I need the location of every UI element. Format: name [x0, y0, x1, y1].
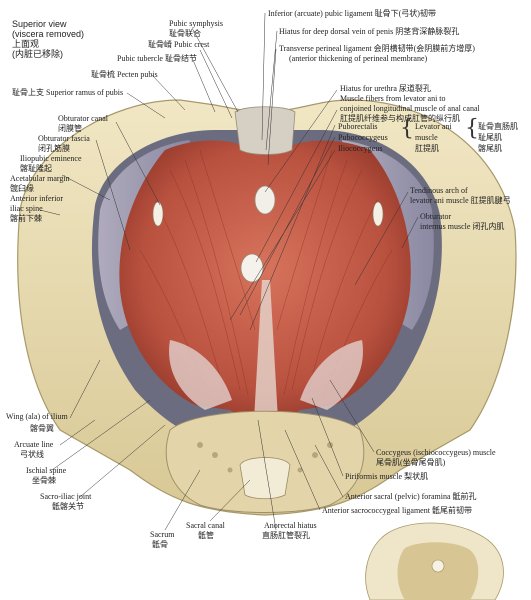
sacral-foramen	[312, 452, 318, 458]
label-coccygeus-zh: 尾骨肌(坐骨尾骨肌)	[376, 458, 446, 467]
label-muscle-fibers-sub: conjoined longitudinal muscle of anal ca…	[340, 104, 480, 113]
label-obturator-canal-zh: 闭膜管	[58, 124, 82, 133]
label-pecten-pubis: 耻骨梳 Pecten pubis	[91, 70, 158, 79]
label-sacro-iliac-joint-zh: 骶髂关节	[52, 502, 84, 511]
label-ischial-spine: Ischial spine	[26, 466, 67, 475]
label-acetabular-margin-zh: 髋臼缘	[10, 184, 34, 193]
figure-subtitle-zh: (内脏已移除)	[12, 49, 63, 59]
label-levator-muscle: muscle	[415, 133, 438, 142]
label-obturator-canal: Obturator canal	[58, 114, 108, 123]
label-iliopubic-eminence: Iliopubic eminence	[20, 154, 82, 163]
label-anterior-sacral-foramina: Anterior sacral (pelvic) foramina 骶前孔	[345, 492, 477, 501]
label-tendinous-arch-sub: levator ani muscle 肛提肌腱弓	[410, 196, 511, 205]
label-iliococcygeus: Iliococcygeus	[338, 144, 383, 153]
label-inferior-pubic-ligament: Inferior (arcuate) pubic ligament 耻骨下(弓状…	[268, 9, 436, 18]
label-hiatus-urethra: Hiatus for urethra 尿道裂孔	[340, 84, 431, 93]
right-obturator-canal	[372, 201, 384, 227]
right-coccygeus	[300, 340, 363, 410]
label-pubococcygeus-zh: 耻尾肌	[478, 133, 502, 142]
urethral-hiatus	[254, 185, 276, 215]
label-sacral-canal-zh: 骶管	[198, 531, 214, 540]
label-sacrum-zh: 骶骨	[152, 540, 168, 549]
label-iliococcygeus-zh: 髂尾肌	[478, 144, 502, 153]
sacral-foramen	[297, 467, 303, 473]
figure-subtitle: (viscera removed)	[12, 29, 85, 39]
label-obturator-fascia-zh: 闭孔筋膜	[38, 144, 70, 153]
label-superior-ramus: 耻骨上支 Superior ramus of pubis	[12, 88, 124, 97]
label-piriformis: Piriformis muscle 梨状肌	[345, 472, 429, 481]
label-anorectal-hiatus-zh: 直肠肛管裂孔	[262, 531, 310, 540]
anorectal-hiatus	[240, 253, 264, 283]
label-arcuate-line-zh: 弓状线	[20, 450, 44, 459]
figure-title: Superior view	[12, 19, 67, 29]
label-arcuate-line: Arcuate line	[14, 440, 54, 449]
label-muscle-fibers: Muscle fibers from levator ani to	[340, 94, 446, 103]
sacral-foramen	[227, 467, 233, 473]
anococcygeal-raphe	[254, 280, 278, 420]
sacral-foramen	[212, 452, 218, 458]
label-tendinous-arch: Tendinous arch of	[410, 186, 468, 195]
left-obturator-canal	[152, 201, 164, 227]
label-ischial-spine-zh: 坐骨棘	[32, 476, 56, 485]
label-obturator-internus-sub: internus muscle 闭孔内肌	[420, 222, 505, 231]
sacral-foramen	[197, 442, 203, 448]
levator-brace-right: {	[465, 116, 479, 141]
label-muscle-fibers-zh: 肛提肌纤维参与构成肛管的纵行肌	[340, 114, 460, 123]
label-wing-ilium: Wing (ala) of ilium	[6, 412, 68, 421]
label-obturator-fascia: Obturator fascia	[38, 134, 90, 143]
label-transverse-perineal-ligament: Transverse perineal ligament 会阴横韧带(会阴膜前方…	[279, 44, 475, 53]
label-anterior-inferior-iliac-spine-2: iliac spine	[10, 204, 43, 213]
label-pubococcygeus: Pubococcygeus	[338, 133, 388, 142]
label-pubic-crest: 耻骨嵴 Pubic crest	[148, 40, 210, 49]
label-anterior-inferior-iliac-spine-zh: 髂前下棘	[10, 214, 42, 223]
thumbnail-foramen	[431, 559, 445, 573]
levator-brace: {	[400, 116, 414, 141]
label-sacral-canal: Sacral canal	[186, 521, 225, 530]
label-obturator-internus: Obturator	[420, 212, 452, 221]
label-sacro-iliac-joint: Sacro-iliac joint	[40, 492, 92, 501]
label-pubic-symphysis-zh: 耻骨联合	[169, 29, 201, 38]
label-puborectalis: Puborectalis	[338, 122, 378, 131]
label-puborectalis-zh: 耻骨直肠肌	[478, 122, 518, 131]
label-iliopubic-eminence-zh: 髂耻隆起	[20, 164, 52, 173]
label-anterior-inferior-iliac-spine: Anterior inferior	[10, 194, 64, 203]
label-wing-ilium-zh: 髂骨翼	[30, 424, 54, 433]
label-pubic-tubercle: Pubic tubercle 耻骨结节	[117, 54, 197, 63]
label-sacrum: Sacrum	[150, 530, 175, 539]
left-coccygeus	[169, 340, 232, 410]
label-pubic-symphysis: Pubic symphysis	[169, 19, 224, 28]
label-acetabular-margin: Acetabular margin	[10, 174, 70, 183]
pubic-symphysis	[234, 106, 296, 155]
label-hiatus-dorsal-vein: Hiatus for deep dorsal vein of penis 阴茎背…	[279, 27, 460, 36]
label-transverse-perineal-ligament-sub: (anterior thickening of perineal membran…	[289, 54, 428, 63]
label-coccygeus: Coccygeus (ischiococcygeus) muscle	[376, 448, 496, 457]
label-levator-ani: Levator ani	[415, 122, 452, 131]
label-anorectal-hiatus: Anorectal hiatus	[264, 521, 317, 530]
sacral-canal-opening	[239, 457, 291, 500]
label-levator-zh: 肛提肌	[415, 144, 439, 153]
figure-title-zh: 上面观	[12, 39, 40, 49]
label-anterior-sacrococcygeal: Anterior sacrococcygeal ligament 骶尾前韧带	[322, 506, 472, 515]
